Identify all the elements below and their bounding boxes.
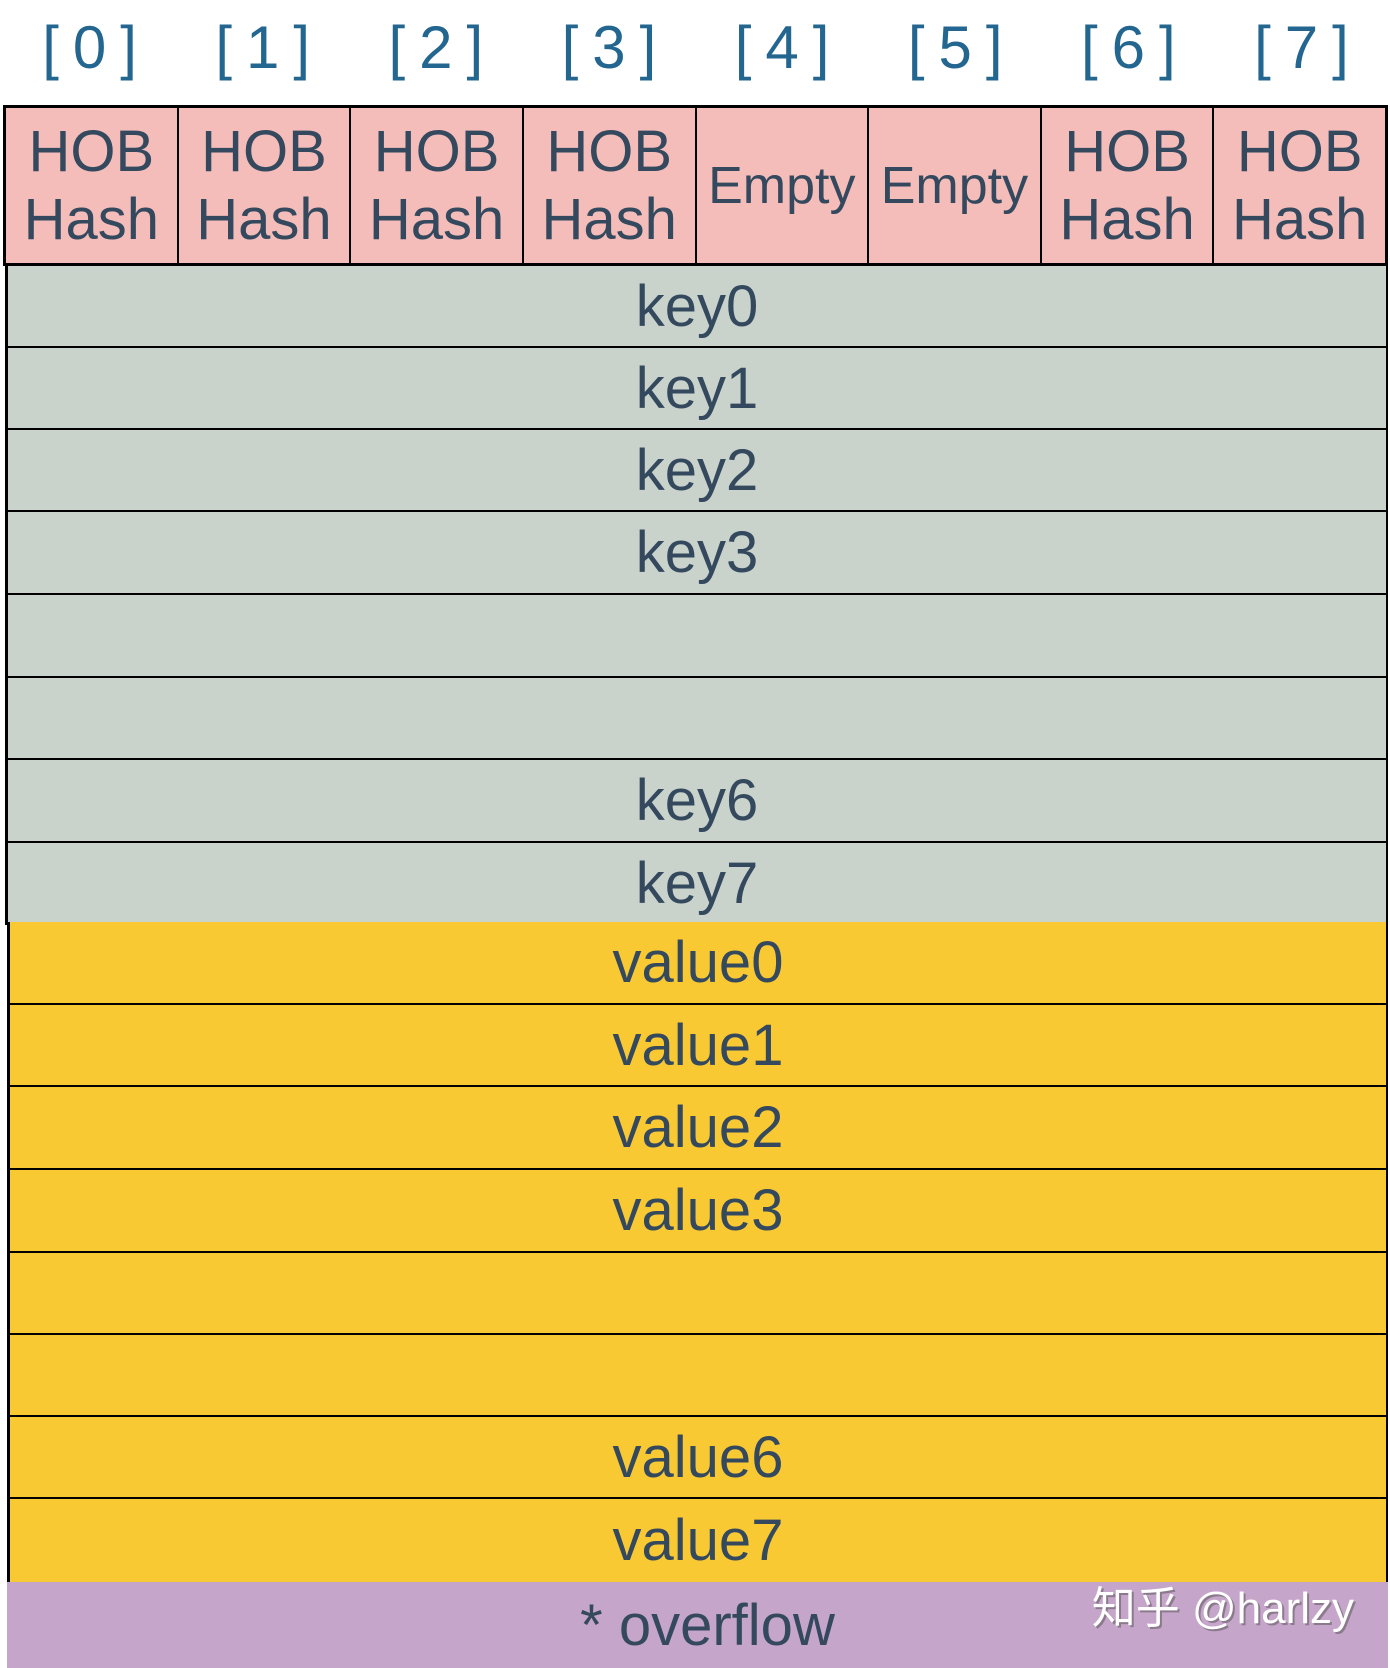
key-row: key2 — [8, 430, 1386, 512]
slot-line1: Empty — [880, 156, 1029, 215]
key-row-empty — [8, 595, 1386, 678]
bucket-index-labels: [0] [1] [2] [3] [4] [5] [6] [7] — [3, 0, 1388, 105]
value-row: value7 — [612, 1508, 784, 1573]
index-label: [5] — [907, 14, 1017, 81]
value-row: value2 — [10, 1087, 1386, 1170]
index-label: [6] — [1080, 14, 1190, 81]
index-label: [3] — [561, 14, 671, 81]
slot-line1: HOB — [201, 118, 327, 184]
overflow-pointer: * overflow — [7, 1582, 1388, 1668]
keys-array: key0 key1 key2 key3 key6 key7 — [5, 266, 1388, 925]
index-label: [7] — [1254, 14, 1363, 81]
key-row: key7 — [8, 843, 1386, 925]
key-row-empty — [8, 678, 1386, 760]
slot-line1: HOB — [373, 118, 500, 184]
tophash-slot-empty: Empty — [869, 108, 1042, 263]
slot-line1: HOB — [28, 118, 155, 184]
value-row: value0 — [10, 922, 1386, 1005]
values-array: value0 value1 value2 value3 value6 value… — [7, 922, 1388, 1582]
slot-line1: HOB — [1236, 118, 1363, 184]
index-label: [0] — [42, 14, 151, 81]
slot-line2: Hash — [196, 186, 332, 252]
slot-line1: HOB — [1064, 118, 1190, 184]
index-label: [2] — [388, 14, 498, 81]
slot-line2: Hash — [541, 186, 677, 252]
slot-line2: Hash — [1231, 186, 1368, 252]
value-row: value1 — [10, 1005, 1386, 1087]
slot-line2: Hash — [23, 186, 160, 252]
watermark: 知乎 @harlzy — [1091, 1584, 1354, 1633]
tophash-slot-empty: Empty — [697, 108, 870, 263]
key-row: key1 — [8, 348, 1386, 430]
index-label: [1] — [215, 14, 325, 81]
value-row-empty — [10, 1335, 1386, 1417]
slot-line1: Empty — [708, 156, 856, 215]
value-row: value3 — [10, 1170, 1386, 1253]
index-label: [4] — [734, 14, 844, 81]
key-row: key6 — [8, 760, 1386, 843]
slot-line2: Hash — [368, 186, 505, 252]
value-row-empty — [10, 1253, 1386, 1335]
key-row: key3 — [8, 512, 1386, 595]
slot-line2: Hash — [1059, 186, 1195, 252]
slot-line1: HOB — [546, 118, 673, 184]
key-row: key0 — [8, 266, 1386, 348]
value-row: value6 — [10, 1417, 1386, 1499]
